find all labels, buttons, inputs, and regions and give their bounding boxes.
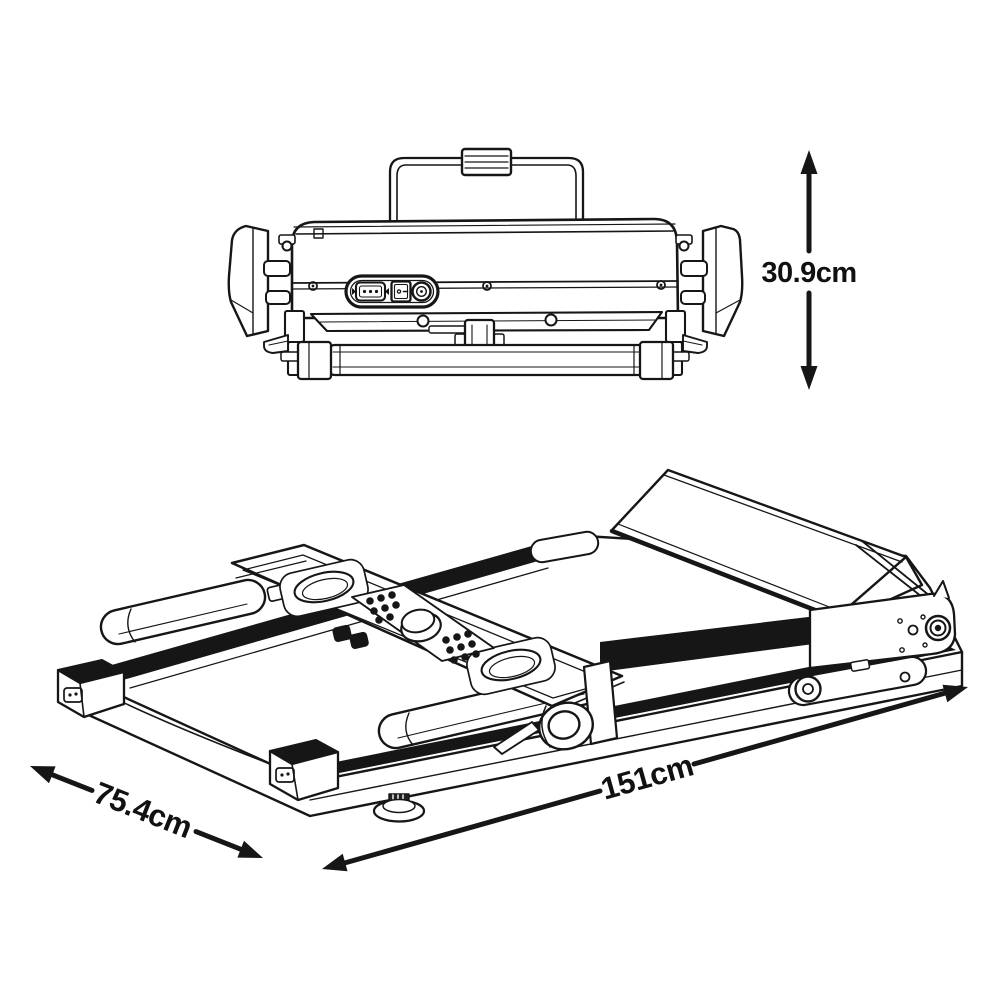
folding-hinge: [493, 659, 619, 755]
roller-bar: [325, 343, 649, 377]
rear-left-corner-cap: [56, 659, 126, 719]
front-view-drawing: [227, 147, 744, 381]
button-cluster-left: [366, 591, 400, 624]
rear-belt-strip: [94, 538, 566, 686]
front-belt-strip: [296, 641, 956, 778]
arrow-down-right-icon: [237, 840, 263, 858]
height-dimension: 30.9cm: [761, 150, 857, 390]
arrow-up-left-icon: [30, 766, 56, 784]
console-tray: [230, 543, 625, 713]
base-rail-assembly: [263, 309, 708, 381]
arrow-down-icon: [800, 366, 818, 390]
console-button-panel: [351, 584, 495, 664]
round-port-icon: [411, 281, 432, 302]
transport-wheel: [794, 675, 822, 703]
power-socket-icon: [352, 281, 389, 302]
carry-handle: [388, 147, 585, 240]
folding-linkage-arm: [787, 655, 928, 707]
cup-holder-right: [466, 636, 556, 696]
left-end-cap: [227, 224, 270, 338]
front-left-corner-cap: [268, 739, 340, 802]
width-dimension-label: 75.4cm: [89, 775, 197, 845]
height-dimension-label: 30.9cm: [761, 257, 856, 289]
frame-connectors: [263, 234, 708, 305]
power-switch-icon: [390, 280, 412, 303]
power-panel: [344, 274, 440, 309]
speed-dial: [400, 608, 442, 643]
handlebar-far-grip: [99, 578, 267, 646]
button-cluster-right: [442, 630, 480, 664]
riser-tube: [855, 540, 931, 601]
arrow-right-icon: [942, 684, 968, 703]
safety-key-clip: [332, 624, 369, 650]
arrow-up-icon: [800, 150, 818, 174]
leveling-foot: [372, 793, 426, 823]
right-end-bracket: [808, 580, 957, 670]
arrow-left-icon: [322, 853, 348, 872]
right-end-cap: [701, 224, 744, 338]
cup-holder-left: [279, 558, 369, 618]
rear-rail-end: [529, 530, 600, 564]
isometric-view-drawing: [56, 468, 964, 823]
